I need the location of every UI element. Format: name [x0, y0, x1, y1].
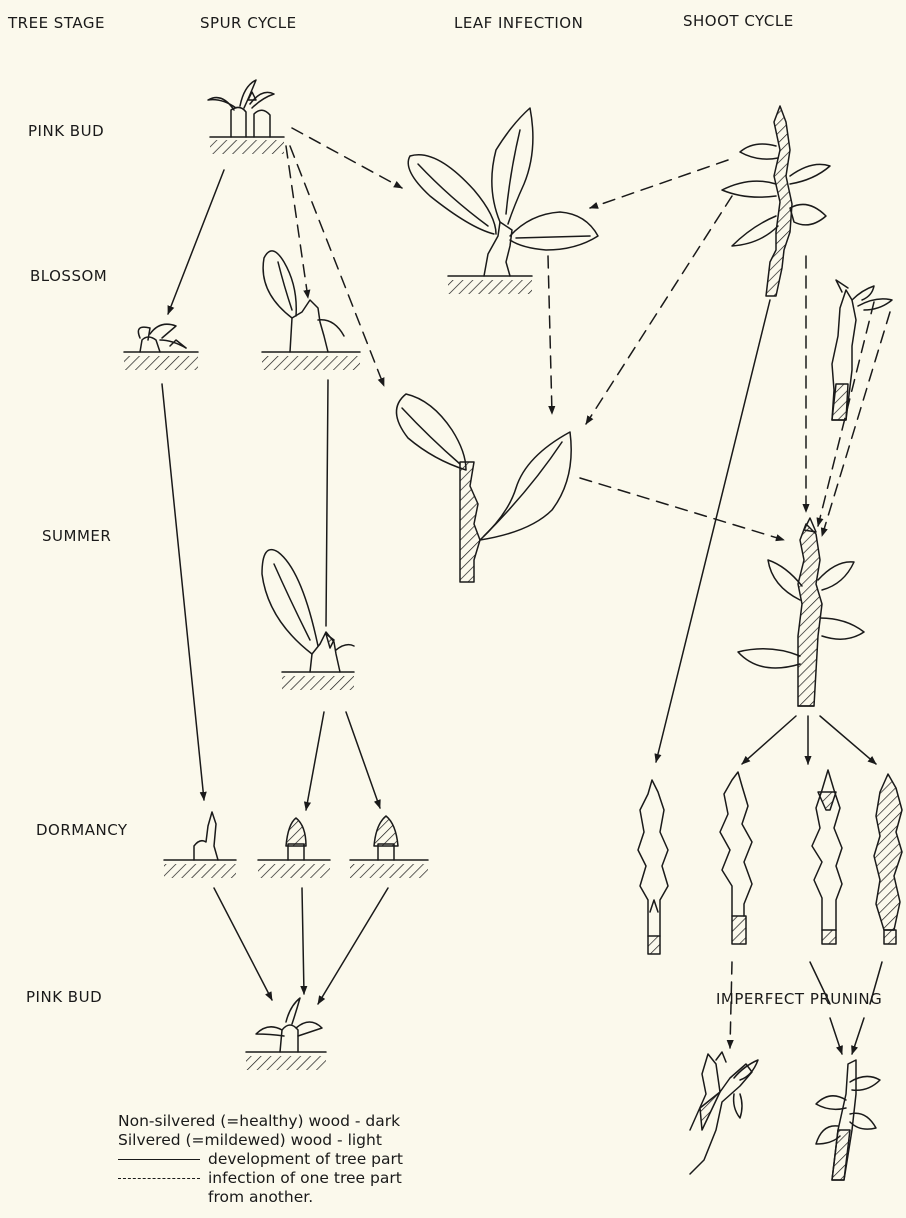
spur-dormancy-right	[350, 816, 428, 878]
shoot-dormancy-2	[720, 772, 752, 944]
shoot-summer	[738, 518, 864, 706]
spur-pink-bud-bottom	[246, 998, 326, 1070]
shoot-dormancy-1	[638, 780, 668, 954]
legend-solid-line	[118, 1159, 200, 1160]
legend-dashed-line	[118, 1178, 200, 1179]
legend-infection-text: infection of one tree part	[208, 1169, 402, 1187]
spur-blossom-right	[262, 251, 360, 370]
shoot-pruned-right	[816, 1060, 880, 1180]
spur-summer	[262, 550, 354, 690]
shoot-dormancy-3	[812, 770, 842, 944]
legend-mildewed: Silvered (=mildewed) wood - light	[118, 1131, 403, 1150]
spur-pink-bud-top	[208, 80, 284, 154]
development-arrows	[162, 170, 882, 1054]
leaf-infection-top	[408, 108, 598, 294]
spur-dormancy-middle	[258, 818, 330, 878]
spur-dormancy-left	[164, 812, 236, 878]
legend-infection: infection of one tree part	[118, 1169, 403, 1188]
legend-healthy: Non-silvered (=healthy) wood - dark	[118, 1112, 403, 1131]
shoot-pink-bud	[722, 106, 830, 296]
shoot-dormancy-4	[874, 774, 902, 944]
legend-development-text: development of tree part	[208, 1150, 403, 1168]
shoot-pruned-left	[690, 1052, 758, 1174]
legend-infection-cont: from another.	[118, 1188, 403, 1207]
legend-development: development of tree part	[118, 1150, 403, 1169]
spur-blossom-left	[124, 324, 198, 370]
leaf-infection-middle	[396, 394, 571, 582]
legend: Non-silvered (=healthy) wood - dark Silv…	[118, 1112, 403, 1207]
